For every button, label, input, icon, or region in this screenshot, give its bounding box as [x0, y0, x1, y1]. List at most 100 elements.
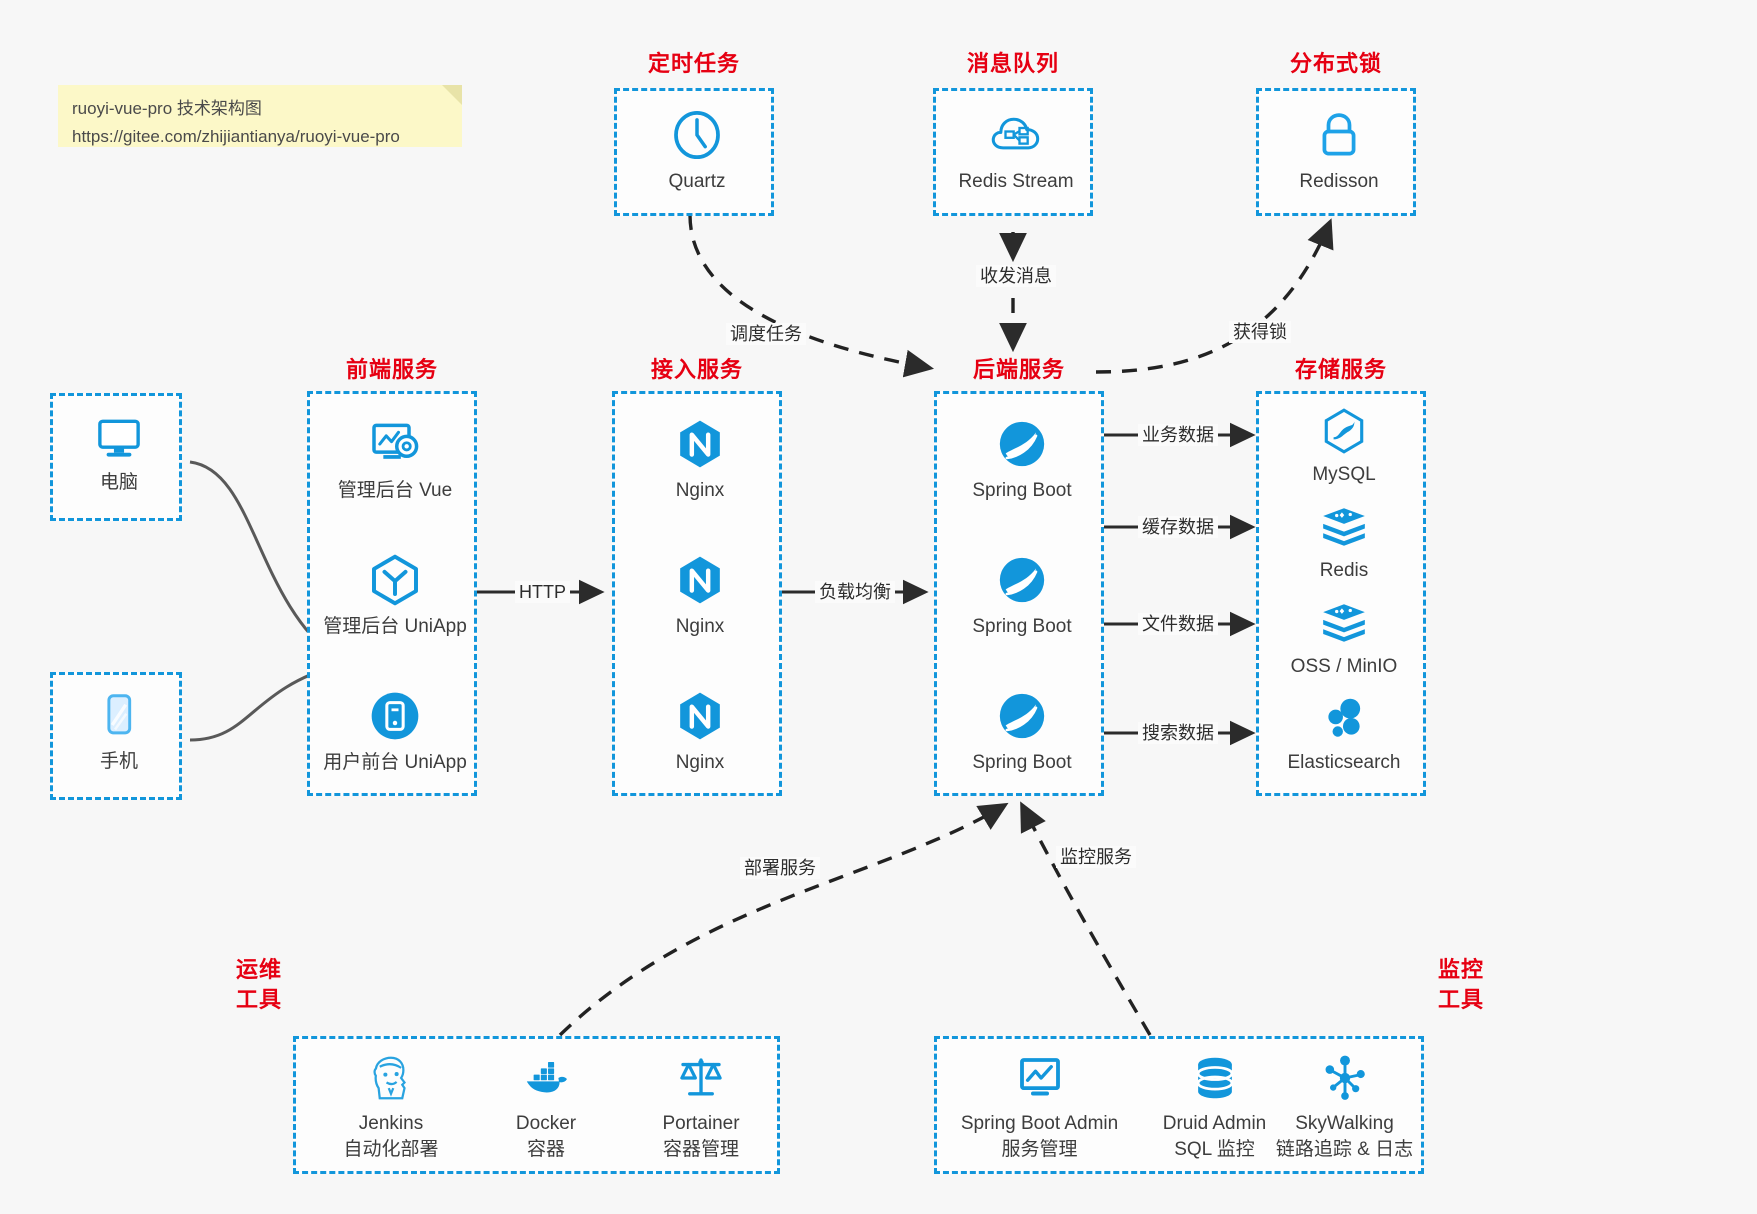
- edge-label-monitor-service: 监控服务: [1056, 846, 1136, 868]
- node-admin-vue[interactable]: 管理后台 Vue: [315, 416, 475, 504]
- group-title-monitor-tools: 监控 工具: [1430, 955, 1492, 1015]
- edge-schedule-task: [688, 214, 935, 378]
- nginx-icon: [680, 556, 720, 604]
- node-spring-boot-2[interactable]: Spring Boot: [942, 552, 1102, 640]
- node-nginx-3[interactable]: Nginx: [620, 688, 780, 776]
- group-box-scheduled-task[interactable]: Quartz: [614, 88, 774, 216]
- node-label: 手机: [99, 751, 138, 772]
- node-label: 用户前台 UniApp: [323, 752, 467, 773]
- mobile-icon: [107, 694, 132, 735]
- node-label: Druid Admin: [1162, 1113, 1267, 1134]
- mysql-icon: [1324, 408, 1364, 454]
- app-window-icon: [371, 692, 419, 740]
- monitor-title-line1: 监控: [1437, 957, 1484, 982]
- edge-acquire-lock: [1095, 218, 1334, 374]
- group-box-phone[interactable]: 手机: [50, 672, 182, 800]
- node-docker[interactable]: Docker 容器: [466, 1051, 626, 1163]
- node-redis-stream[interactable]: Redis Stream: [936, 107, 1096, 195]
- node-portainer[interactable]: Portainer 容器管理: [621, 1051, 781, 1163]
- group-title-distributed-lock: 分布式锁: [1289, 51, 1382, 76]
- node-sublabel: 自动化部署: [343, 1139, 439, 1160]
- group-box-monitor-tools[interactable]: Spring Boot Admin 服务管理 Druid Admin SQL 监…: [934, 1036, 1424, 1174]
- node-label: Nginx: [675, 752, 725, 773]
- node-label: Nginx: [675, 480, 725, 501]
- node-sublabel: 服务管理: [1001, 1139, 1078, 1160]
- node-spring-boot-admin[interactable]: Spring Boot Admin 服务管理: [947, 1051, 1132, 1163]
- group-box-access-service[interactable]: Nginx Nginx Nginx: [612, 391, 782, 796]
- group-box-computer[interactable]: 电脑: [50, 393, 182, 521]
- elasticsearch-icon: [1328, 698, 1361, 737]
- database-icon: [1196, 1057, 1233, 1099]
- spring-boot-icon: [999, 557, 1045, 603]
- node-label: SkyWalking: [1295, 1113, 1394, 1134]
- edge-label-business-data: 业务数据: [1138, 424, 1218, 446]
- edge-monitor-service: [1020, 801, 1152, 1036]
- node-druid-admin[interactable]: Druid Admin SQL 监控: [1132, 1051, 1297, 1163]
- node-elasticsearch[interactable]: Elasticsearch: [1264, 694, 1424, 776]
- group-box-message-queue[interactable]: Redis Stream: [933, 88, 1093, 216]
- node-admin-uniapp[interactable]: 管理后台 UniApp: [315, 552, 475, 640]
- node-label: 电脑: [99, 472, 138, 493]
- node-jenkins[interactable]: Jenkins 自动化部署: [311, 1051, 471, 1163]
- group-title-frontend-service: 前端服务: [345, 357, 438, 382]
- note-title: ruoyi-vue-pro 技术架构图: [72, 99, 262, 118]
- node-user-uniapp[interactable]: 用户前台 UniApp: [315, 688, 475, 776]
- group-box-frontend-service[interactable]: 管理后台 Vue 管理后台 UniApp 用户前台 UniApp: [307, 391, 477, 796]
- edge-label-http: HTTP: [515, 581, 570, 603]
- node-label: Spring Boot: [972, 752, 1072, 773]
- node-quartz[interactable]: Quartz: [617, 107, 777, 195]
- edge-label-acquire-lock: 获得锁: [1229, 321, 1291, 343]
- desktop-icon: [98, 419, 140, 457]
- group-box-devops-tools[interactable]: Jenkins 自动化部署 Docker 容器: [293, 1036, 780, 1174]
- edge-label-send-receive-message: 收发消息: [976, 265, 1056, 287]
- devops-title-line1: 运维: [235, 957, 282, 982]
- node-sublabel: 容器管理: [662, 1139, 739, 1160]
- group-title-scheduled-task: 定时任务: [647, 51, 740, 76]
- edge-label-cache-data: 缓存数据: [1138, 516, 1218, 538]
- node-label: Nginx: [675, 616, 725, 637]
- node-sublabel: SQL 监控: [1174, 1139, 1255, 1160]
- nginx-icon: [680, 692, 720, 740]
- node-phone[interactable]: 手机: [39, 689, 199, 775]
- node-label: Spring Boot Admin: [960, 1113, 1119, 1134]
- cube-icon: [372, 554, 418, 606]
- node-label: Portainer: [662, 1113, 740, 1134]
- skywalking-icon: [1325, 1055, 1365, 1100]
- node-label: 管理后台 Vue: [337, 480, 453, 501]
- group-title-devops-tools: 运维 工具: [228, 955, 290, 1015]
- node-oss-minio[interactable]: OSS / MinIO: [1264, 598, 1424, 680]
- node-label: OSS / MinIO: [1290, 656, 1398, 677]
- node-label: Redis Stream: [958, 171, 1074, 192]
- node-skywalking[interactable]: SkyWalking 链路追踪 & 日志: [1262, 1051, 1427, 1163]
- note-fold-corner: [442, 85, 462, 105]
- clock-icon: [674, 110, 720, 160]
- redis-layers-icon: [1323, 508, 1365, 546]
- node-label: Redisson: [1299, 171, 1379, 192]
- edge-label-deploy-service: 部署服务: [740, 857, 820, 879]
- node-spring-boot-3[interactable]: Spring Boot: [942, 688, 1102, 776]
- node-computer[interactable]: 电脑: [39, 410, 199, 496]
- scales-icon: [680, 1058, 722, 1096]
- edge-label-search-data: 搜索数据: [1138, 722, 1218, 744]
- node-label: Spring Boot: [972, 480, 1072, 501]
- group-box-backend-service[interactable]: Spring Boot Spring Boot Spring Boot: [934, 391, 1104, 796]
- node-label: Quartz: [668, 171, 726, 192]
- node-sublabel: 链路追踪 & 日志: [1275, 1139, 1414, 1160]
- dashboard-settings-icon: [372, 423, 419, 459]
- node-nginx-2[interactable]: Nginx: [620, 552, 780, 640]
- monitor-chart-icon: [1019, 1058, 1060, 1096]
- node-label: Jenkins: [358, 1113, 424, 1134]
- node-nginx-1[interactable]: Nginx: [620, 416, 780, 504]
- monitor-title-line2: 工具: [1437, 987, 1484, 1012]
- node-sublabel: 容器: [526, 1139, 565, 1160]
- group-title-storage-service: 存储服务: [1294, 357, 1387, 382]
- node-redis[interactable]: Redis: [1264, 502, 1424, 584]
- group-box-storage-service[interactable]: MySQL Redis OSS / MinIO: [1256, 391, 1426, 796]
- node-spring-boot-1[interactable]: Spring Boot: [942, 416, 1102, 504]
- group-box-distributed-lock[interactable]: Redisson: [1256, 88, 1416, 216]
- node-label: Docker: [515, 1113, 577, 1134]
- node-redisson[interactable]: Redisson: [1259, 107, 1419, 195]
- node-mysql[interactable]: MySQL: [1264, 406, 1424, 488]
